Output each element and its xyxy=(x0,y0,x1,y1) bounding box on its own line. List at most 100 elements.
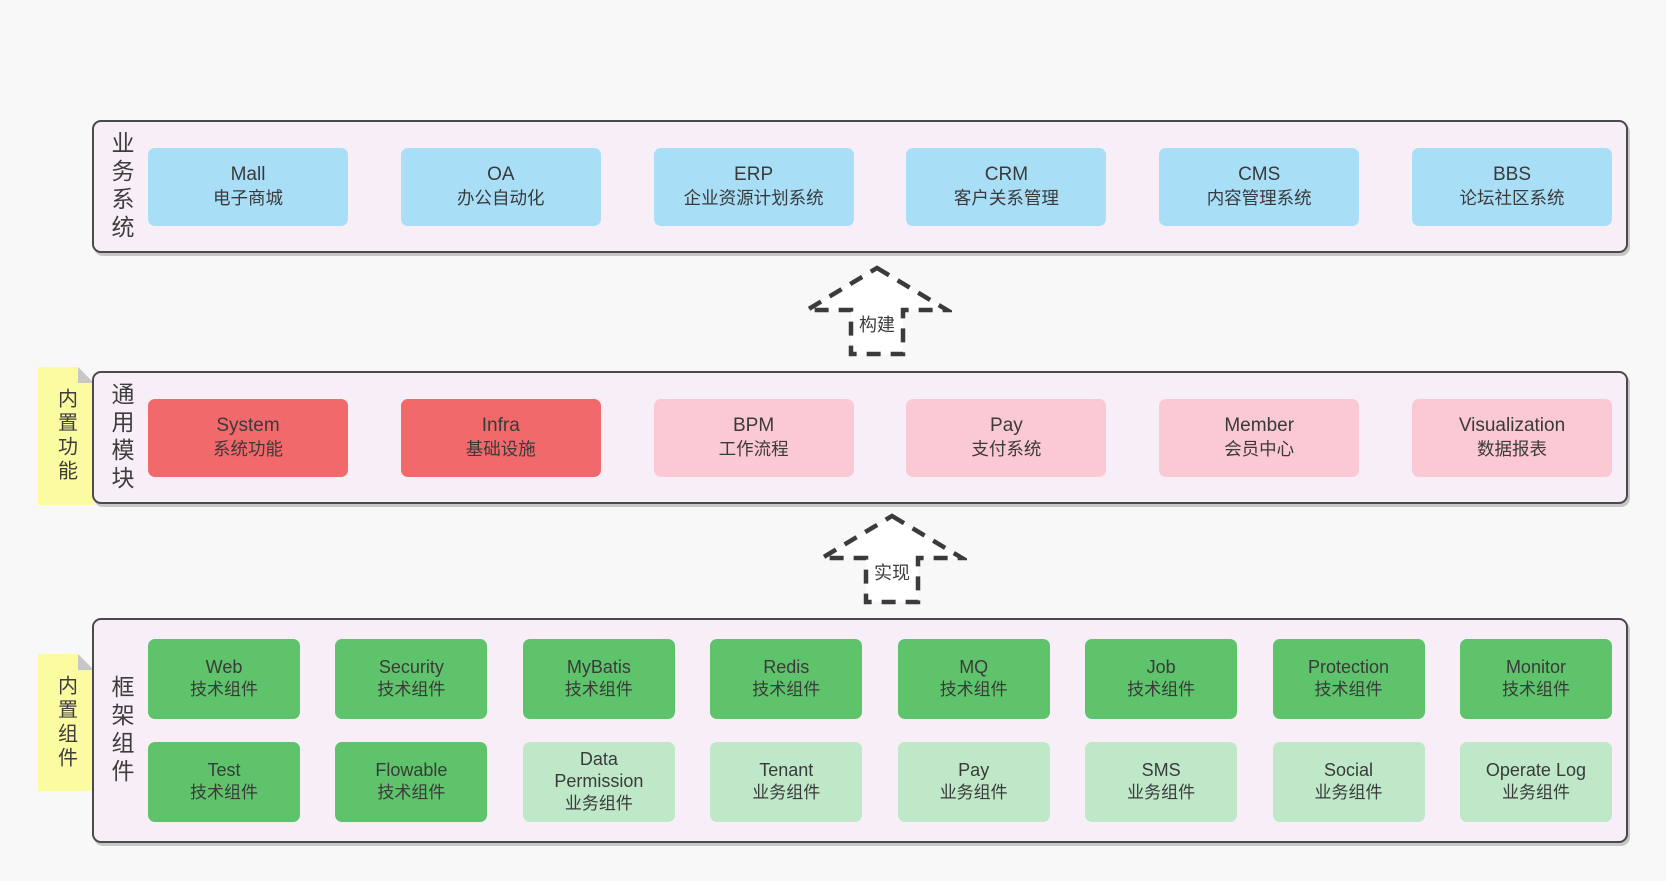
box-visualization: Visualization 数据报表 xyxy=(1411,398,1612,477)
box-subtitle: 技术组件 xyxy=(1314,679,1383,699)
box-job: Job 技术组件 xyxy=(1085,639,1238,719)
box-subtitle: 客户关系管理 xyxy=(953,188,1059,209)
box-subtitle: 技术组件 xyxy=(939,679,1008,699)
box-oa: OA 办公自动化 xyxy=(400,147,601,226)
box-title: Infra xyxy=(481,414,520,436)
sticky-built-in-components: 内置组件 xyxy=(38,654,94,791)
box-pay: Pay 支付系统 xyxy=(906,398,1107,477)
box-title: Redis xyxy=(763,656,810,677)
arrow-build-label: 构建 xyxy=(856,310,898,338)
box-subtitle: 业务组件 xyxy=(939,782,1008,802)
box-crm: CRM 客户关系管理 xyxy=(906,147,1107,226)
box-mq: MQ 技术组件 xyxy=(897,639,1050,719)
framework-row-2: Test 技术组件 Flowable 技术组件 Data Permission … xyxy=(148,742,1612,822)
band-label-text: 业务系统 xyxy=(108,130,134,243)
sticky-built-in-features: 内置功能 xyxy=(38,367,94,505)
box-subtitle: 技术组件 xyxy=(564,679,633,699)
band-business-items: Mall 电子商城 OA 办公自动化 ERP 企业资源计划系统 CRM 客户关系… xyxy=(148,122,1626,251)
arrow-implement: 实现 xyxy=(817,512,967,608)
box-sms: SMS 业务组件 xyxy=(1085,742,1238,822)
band-label-text: 框架组件 xyxy=(108,674,134,787)
box-cms: CMS 内容管理系统 xyxy=(1159,147,1360,226)
box-test: Test 技术组件 xyxy=(148,742,300,822)
sticky-label: 内置功能 xyxy=(54,388,77,484)
box-subtitle: 办公自动化 xyxy=(457,188,545,209)
box-subtitle: 会员中心 xyxy=(1224,439,1295,460)
box-operate-log: Operate Log 业务组件 xyxy=(1459,742,1612,822)
box-title: Operate Log xyxy=(1485,759,1586,780)
box-title: BPM xyxy=(733,414,775,436)
box-title: Visualization xyxy=(1458,414,1566,436)
box-subtitle: 内容管理系统 xyxy=(1206,188,1312,209)
box-title: Data Permission xyxy=(554,749,644,791)
band-label-business-systems: 业务系统 xyxy=(94,122,148,251)
box-erp: ERP 企业资源计划系统 xyxy=(653,147,854,226)
box-subtitle: 技术组件 xyxy=(377,782,446,802)
box-subtitle: 论坛社区系统 xyxy=(1459,188,1565,209)
band-business-systems: 业务系统 Mall 电子商城 OA 办公自动化 ERP 企业资源计划系统 CRM… xyxy=(92,120,1628,253)
framework-row-1: Web 技术组件 Security 技术组件 MyBatis 技术组件 Redi… xyxy=(148,639,1612,719)
arrow-implement-label: 实现 xyxy=(871,558,913,586)
box-subtitle: 支付系统 xyxy=(971,439,1042,460)
box-title: MyBatis xyxy=(566,656,631,677)
box-title: Web xyxy=(205,656,243,677)
box-subtitle: 业务组件 xyxy=(1314,782,1383,802)
box-title: System xyxy=(216,414,280,436)
box-title: Protection xyxy=(1308,656,1390,677)
band-framework-rows: Web 技术组件 Security 技术组件 MyBatis 技术组件 Redi… xyxy=(148,620,1626,841)
box-subtitle: 系统功能 xyxy=(213,439,283,460)
box-title: CRM xyxy=(984,163,1029,185)
box-title: Job xyxy=(1146,656,1176,677)
box-title: Tenant xyxy=(759,759,814,780)
box-title: Test xyxy=(207,759,241,780)
box-title: OA xyxy=(487,163,515,185)
box-subtitle: 基础设施 xyxy=(465,439,536,460)
box-subtitle: 技术组件 xyxy=(1501,679,1570,699)
box-subtitle: 技术组件 xyxy=(377,679,446,699)
box-subtitle: 业务组件 xyxy=(1127,782,1196,802)
band-label-text: 通用模块 xyxy=(108,381,134,494)
box-title: Security xyxy=(378,656,444,677)
band-common-modules: 通用模块 System 系统功能 Infra 基础设施 BPM 工作流程 Pay… xyxy=(92,371,1628,504)
sticky-label: 内置组件 xyxy=(54,674,77,771)
box-pay-business: Pay 业务组件 xyxy=(897,742,1050,822)
arrow-build: 构建 xyxy=(802,264,952,360)
box-title: Mall xyxy=(230,163,266,185)
box-infra: Infra 基础设施 xyxy=(400,398,601,477)
box-subtitle: 企业资源计划系统 xyxy=(683,188,824,209)
box-protection: Protection 技术组件 xyxy=(1272,639,1425,719)
box-mybatis: MyBatis 技术组件 xyxy=(522,639,675,719)
box-title: Flowable xyxy=(375,759,448,780)
box-subtitle: 技术组件 xyxy=(752,679,821,699)
box-subtitle: 技术组件 xyxy=(190,782,258,802)
box-title: Pay xyxy=(990,414,1023,436)
box-title: Social xyxy=(1324,759,1374,780)
box-title: BBS xyxy=(1492,163,1531,185)
box-title: ERP xyxy=(734,163,774,185)
box-title: CMS xyxy=(1238,163,1281,185)
box-security: Security 技术组件 xyxy=(335,639,488,719)
box-subtitle: 电子商城 xyxy=(213,188,283,209)
box-subtitle: 业务组件 xyxy=(752,782,821,802)
box-bbs: BBS 论坛社区系统 xyxy=(1411,147,1612,226)
box-social: Social 业务组件 xyxy=(1272,742,1425,822)
band-label-common-modules: 通用模块 xyxy=(94,373,148,502)
box-flowable: Flowable 技术组件 xyxy=(335,742,488,822)
box-bpm: BPM 工作流程 xyxy=(653,398,854,477)
band-label-framework-components: 框架组件 xyxy=(94,620,148,841)
box-data-permission: Data Permission 业务组件 xyxy=(522,742,675,822)
box-tenant: Tenant 业务组件 xyxy=(710,742,863,822)
box-web: Web 技术组件 xyxy=(148,639,300,719)
box-subtitle: 数据报表 xyxy=(1476,439,1547,460)
box-title: MQ xyxy=(959,656,989,677)
box-title: Pay xyxy=(958,759,990,780)
box-mall: Mall 电子商城 xyxy=(148,147,348,226)
box-redis: Redis 技术组件 xyxy=(710,639,863,719)
box-subtitle: 技术组件 xyxy=(1127,679,1196,699)
box-monitor: Monitor 技术组件 xyxy=(1459,639,1612,719)
box-subtitle: 工作流程 xyxy=(718,439,789,460)
band-framework-components: 框架组件 Web 技术组件 Security 技术组件 MyBatis 技术组件… xyxy=(92,618,1628,843)
box-subtitle: 业务组件 xyxy=(564,793,633,813)
box-title: Member xyxy=(1224,414,1295,436)
band-modules-items: System 系统功能 Infra 基础设施 BPM 工作流程 Pay 支付系统… xyxy=(148,373,1626,502)
